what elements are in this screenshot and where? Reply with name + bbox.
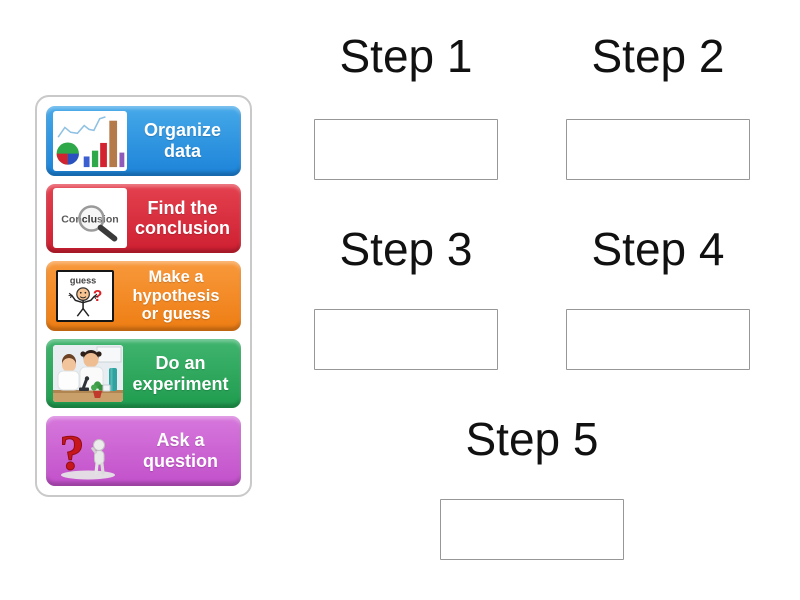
step-3-heading: Step 3 — [339, 223, 473, 275]
card-label: Ask a question — [123, 430, 241, 472]
word-bank-panel: Organize data Conclusion Find the conclu… — [35, 95, 252, 497]
card-label-line: hypothesis — [132, 286, 220, 305]
card-organize-data[interactable]: Organize data — [46, 106, 241, 176]
card-label-line: Organize — [143, 119, 222, 140]
icon-text-con: Con — [61, 214, 82, 226]
dropzone-step-3[interactable] — [314, 309, 498, 370]
card-label-line: experiment — [132, 373, 229, 394]
dropzone-step-5[interactable] — [440, 499, 624, 560]
icon-text-clu: clu — [82, 214, 97, 226]
card-label-line: question — [143, 451, 218, 472]
card-do-an-experiment[interactable]: Do an experiment — [46, 338, 241, 409]
guess-figure-icon: guess ? — [56, 269, 114, 322]
card-label-line: or guess — [141, 305, 211, 324]
card-label-line: Ask a — [156, 430, 205, 451]
step-2-heading: Step 2 — [591, 30, 725, 82]
card-find-the-conclusion[interactable]: Conclusion Find the conclusion — [46, 183, 241, 254]
card-label-line: Find the — [147, 197, 218, 218]
step-4-heading: Step 4 — [591, 223, 725, 275]
card-label-line: Do an — [155, 352, 206, 373]
card-make-a-hypothesis-or-guess[interactable]: guess ? Make a hypothesis or guess — [46, 261, 241, 331]
step-5-heading: Step 5 — [465, 413, 599, 465]
dropzone-step-4[interactable] — [566, 309, 750, 370]
card-label-line: conclusion — [134, 218, 230, 239]
card-ask-a-question[interactable]: ? Ask a question — [46, 416, 241, 486]
dropzone-step-1[interactable] — [314, 119, 498, 180]
card-label: Organize data — [127, 120, 241, 162]
svg-text:?: ? — [60, 424, 85, 480]
step-1-heading: Step 1 — [339, 30, 473, 82]
card-label: Make a hypothesis or guess — [114, 268, 241, 324]
experiment-photo-icon — [53, 345, 123, 403]
icon-text-guess: guess — [70, 275, 96, 285]
card-label-line: data — [163, 140, 201, 161]
card-label: Find the conclusion — [127, 198, 241, 240]
question-mark-figure-icon: ? — [51, 421, 123, 481]
dropzone-step-2[interactable] — [566, 119, 750, 180]
card-label: Do an experiment — [123, 353, 241, 395]
conclusion-magnifier-icon: Conclusion — [53, 188, 127, 249]
charts-icon — [53, 110, 127, 171]
card-label-line: Make a — [148, 268, 204, 287]
